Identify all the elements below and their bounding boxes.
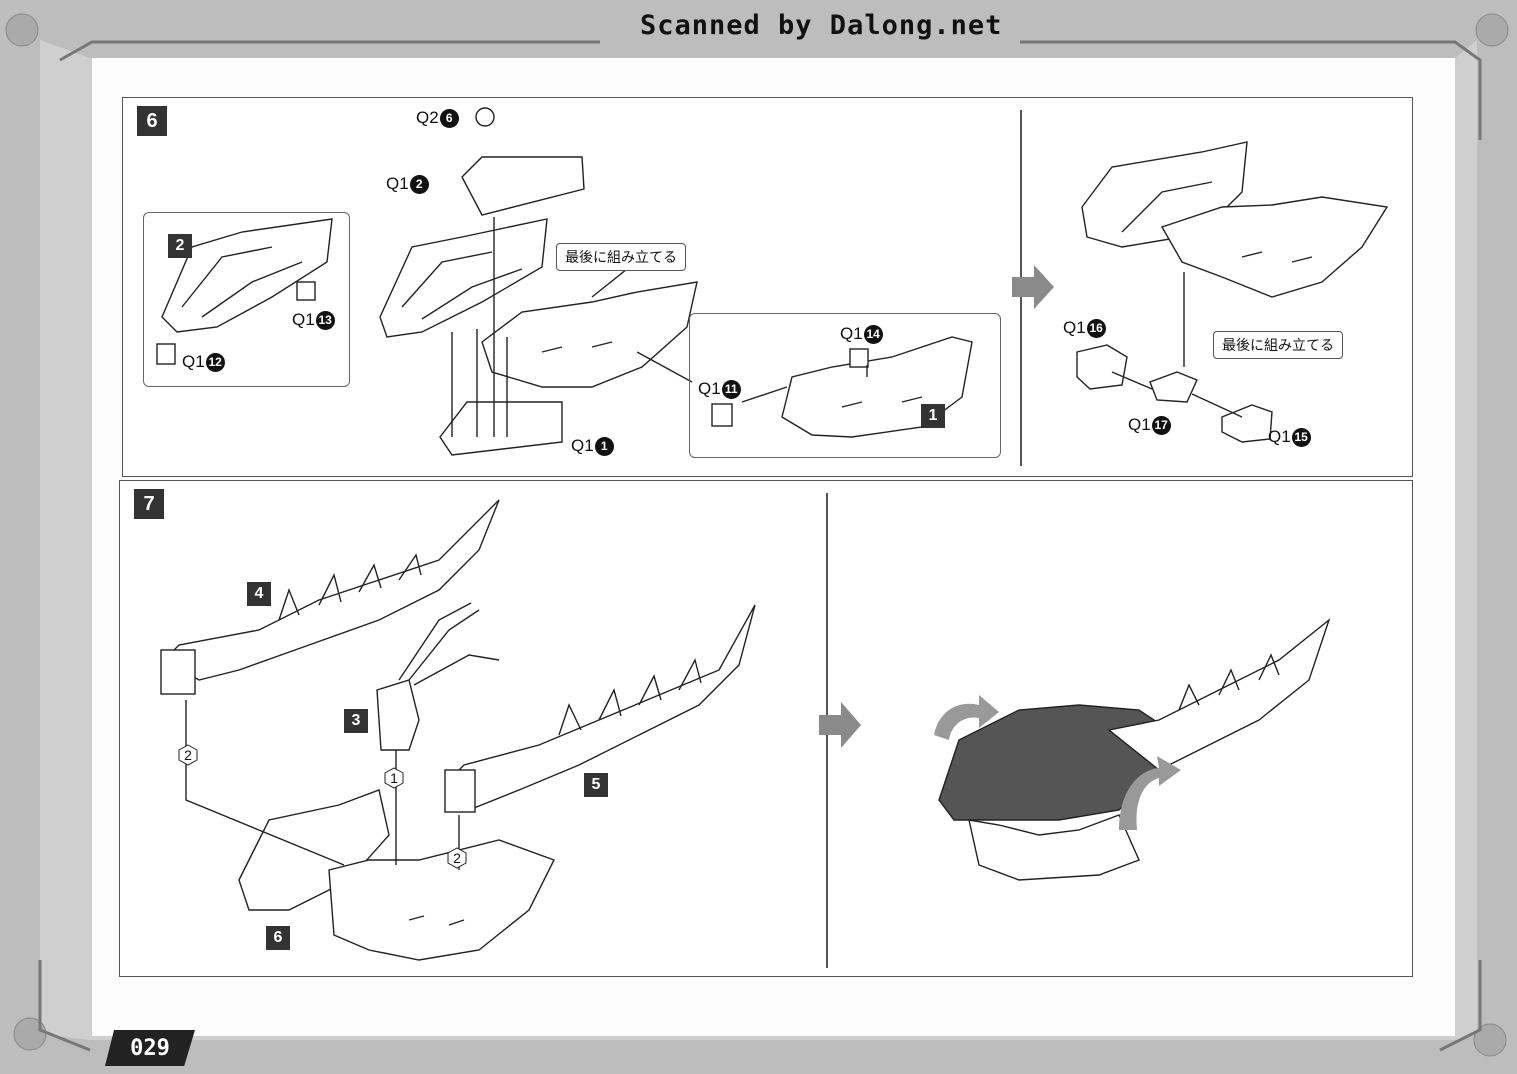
step7-sub-3: 3 xyxy=(344,709,368,733)
step6-note-last-assembly: 最後に組み立てる xyxy=(556,243,686,271)
step7-peg-hex-right: 2 xyxy=(446,847,468,869)
step7-sub-4: 4 xyxy=(247,582,271,606)
step6-note-right: 最後に組み立てる xyxy=(1213,331,1343,359)
step7-peg-hex-left: 2 xyxy=(177,744,199,766)
step7-sub-5: 5 xyxy=(584,773,608,797)
step6-sub-2: 2 xyxy=(168,234,192,258)
step7-peg-hex-mid: 1 xyxy=(383,767,405,789)
step6-number: 6 xyxy=(137,106,167,136)
step6-inset-1 xyxy=(689,313,1001,458)
page-number: 029 xyxy=(105,1030,195,1066)
step6-drawing xyxy=(156,107,1389,456)
scan-credit: Scanned by Dalong.net xyxy=(640,10,1003,41)
step7-drawing xyxy=(160,499,1331,961)
step6-inset-2 xyxy=(143,212,350,387)
step6-sub-1: 1 xyxy=(921,404,945,428)
step7-sub-6: 6 xyxy=(266,926,290,950)
step7-number: 7 xyxy=(134,489,164,519)
